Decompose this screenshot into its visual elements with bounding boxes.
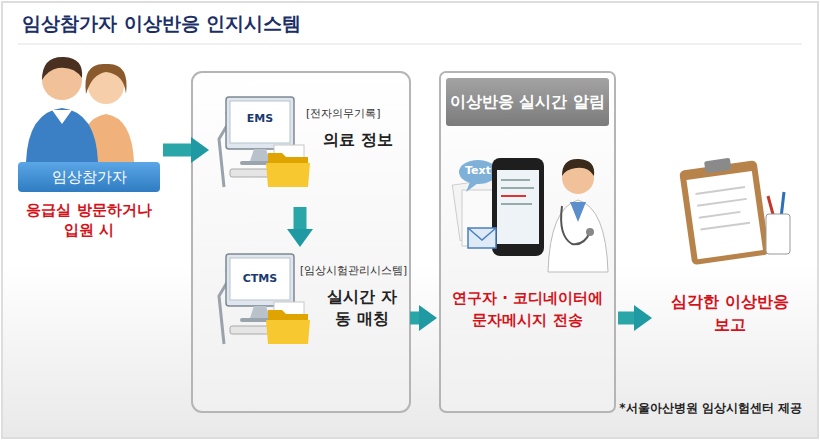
flow-arrow — [287, 207, 313, 247]
participant-node: 임상참가자응급실 방문하거나 입원 시 — [18, 40, 160, 240]
computer-icon — [219, 97, 310, 187]
report-node: 심각한 이상반응 보고 — [655, 150, 805, 340]
illustration-part — [548, 200, 608, 272]
arrow-head — [634, 305, 652, 331]
illustration-part — [686, 171, 762, 259]
system-function: 실시간 자동 매칭 — [322, 286, 402, 331]
illustration-part — [85, 64, 126, 94]
illustration-part — [766, 214, 790, 254]
diagram-title: 임상참가자 이상반응 인지시스템 — [22, 11, 301, 37]
source-caption: *서울아산병원 임상시험센터 제공 — [619, 400, 802, 417]
arrow-head — [191, 137, 209, 163]
illustration-part — [501, 179, 530, 181]
alert-panel: 이상반응 실시간 알림연구자 · 코디네이터에 문자메시지 전송 — [440, 72, 615, 412]
system-function: 의료 정보 — [312, 130, 404, 151]
arrow-head — [287, 229, 313, 247]
illustration-part — [562, 159, 594, 176]
computer-icon — [219, 254, 310, 344]
system-subtitle: [전자의무기록] — [306, 106, 407, 121]
arrow-head — [419, 305, 437, 331]
title-rule — [18, 44, 802, 45]
illustration-part — [52, 110, 72, 124]
illustration-part — [678, 154, 769, 265]
flow-arrow — [618, 305, 652, 331]
illustration-part — [492, 158, 544, 256]
screen-label: EMS — [230, 112, 290, 125]
illustration-part — [468, 228, 496, 248]
arrow-shaft — [618, 312, 634, 325]
illustration-part — [501, 195, 526, 197]
illustration-part — [466, 182, 478, 192]
illustration-part — [42, 57, 82, 80]
illustration-part — [586, 228, 594, 236]
arrow-shaft — [294, 207, 307, 229]
alert-panel-frame — [440, 72, 615, 412]
report-clipboard-icon — [678, 154, 790, 265]
arrow-shaft — [410, 312, 419, 325]
illustration-part — [697, 199, 747, 206]
illustration-part — [704, 158, 731, 174]
report-text: 심각한 이상반응 보고 — [665, 290, 795, 336]
alert-text: 연구자 · 코디네이터에 문자메시지 전송 — [445, 288, 610, 332]
illustration-part — [501, 203, 532, 205]
participant-band: 임상참가자 — [18, 162, 160, 192]
illustration-part — [501, 187, 534, 189]
system-container — [192, 72, 410, 412]
arrow-shaft — [163, 144, 191, 157]
condition-text: 응급실 방문하거나 입원 시 — [18, 200, 160, 241]
illustration-part — [497, 170, 539, 244]
illustration-part — [699, 212, 741, 218]
illustration-part — [700, 223, 750, 230]
screen-label: CTMS — [230, 272, 290, 285]
illustration-part — [570, 202, 586, 222]
panel-header: 이상반응 실시간 알림 — [446, 78, 609, 126]
ctms-node: CTMS [임상시험관리시스템] 실시간 자동 매칭 — [212, 250, 407, 360]
illustration-part — [468, 228, 496, 240]
illustration-part — [679, 160, 769, 265]
phone-doctor-illustration — [452, 158, 608, 272]
illustration-part — [561, 206, 590, 244]
illustration-part — [26, 108, 98, 162]
system-subtitle: [임상시험관리시스템] — [300, 264, 407, 278]
participants-icon — [26, 57, 134, 162]
illustration-part — [459, 160, 497, 184]
illustration-part — [695, 187, 745, 194]
ems-node: EMS [전자의무기록] 의료 정보 — [212, 92, 407, 204]
flow-arrow — [410, 305, 437, 331]
flow-arrow — [163, 137, 209, 163]
bubble-label: Text — [459, 164, 497, 177]
